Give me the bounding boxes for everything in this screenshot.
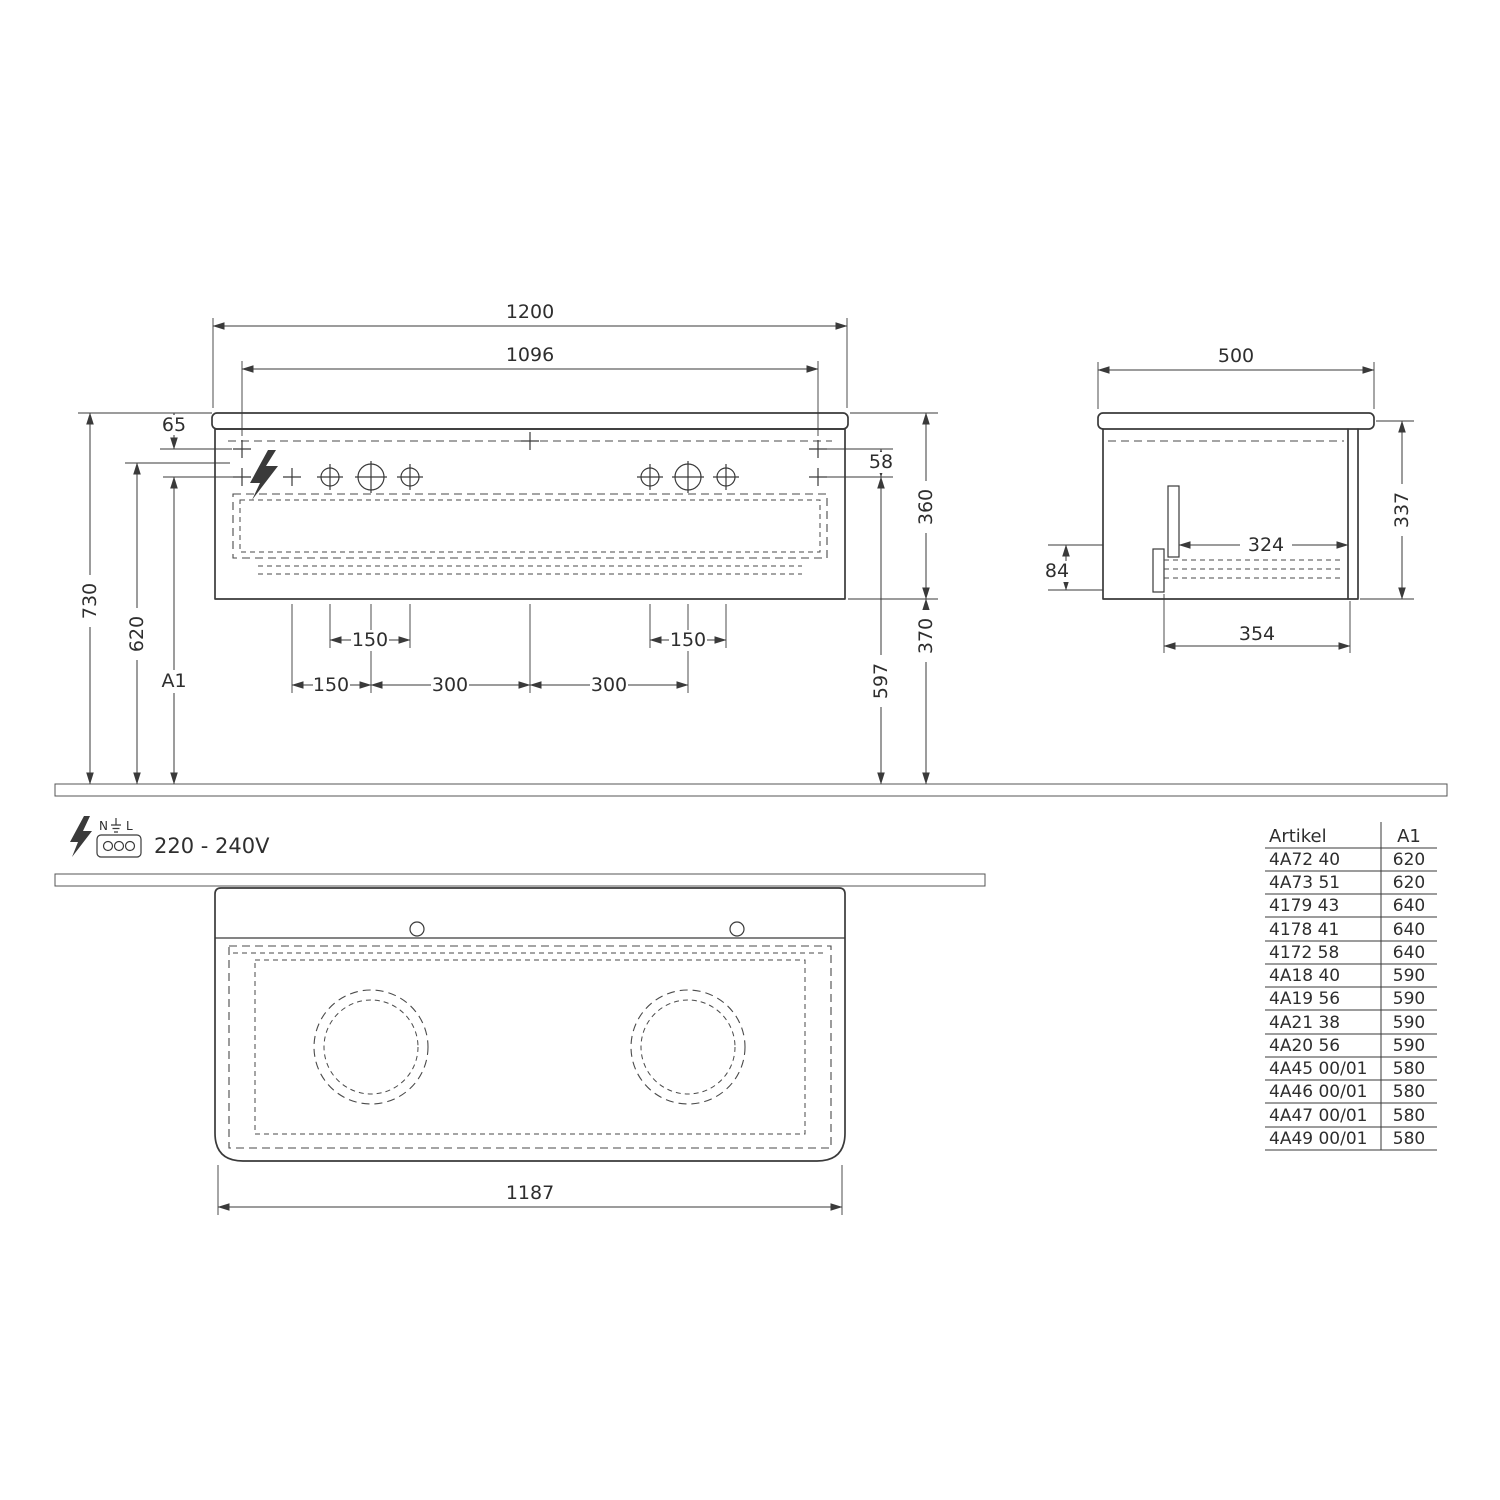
dim-label-354: 354 (1239, 623, 1275, 645)
table-cell-a1-2: 640 (1393, 896, 1425, 916)
table-cell-a1-10: 580 (1393, 1082, 1425, 1102)
table-cell-a1-6: 590 (1393, 989, 1425, 1009)
dim-label-1187: 1187 (506, 1182, 554, 1204)
table-cell-artikel-7: 4A21 38 (1269, 1013, 1340, 1033)
drill-hole-icon (317, 464, 343, 490)
side-view: 500 337 324 84 354 (1041, 345, 1414, 653)
dim-label-58: 58 (869, 451, 893, 473)
front-drill-markers (233, 432, 827, 493)
socket-icon (96, 834, 142, 858)
table-header-a1: A1 (1397, 826, 1421, 847)
table-cell-artikel-10: 4A46 00/01 (1269, 1082, 1367, 1102)
side-dimensions: 500 337 324 84 354 (1041, 345, 1414, 653)
article-table: Artikel A1 4A72 40 620 4A73 51 620 4179 … (1265, 822, 1437, 1151)
dim-label-597: 597 (870, 663, 892, 699)
drill-hole-icon (637, 464, 663, 490)
dim-label-324: 324 (1248, 534, 1284, 556)
lightning-bolt-icon (250, 450, 278, 500)
front-dimensions: 1200 1096 65 730 620 A1 597 58 360 370 1… (78, 301, 938, 785)
dim-label-300-b: 300 (591, 674, 627, 696)
voltage-label: 220 - 240V (154, 834, 270, 858)
plan-dimensions: 1187 (217, 1165, 843, 1215)
drill-hole-icon (713, 464, 739, 490)
dim-label-620: 620 (126, 616, 148, 652)
table-cell-a1-3: 640 (1393, 920, 1425, 940)
drill-cross-icon (809, 468, 827, 486)
drill-hole-icon (672, 461, 704, 493)
dim-label-360: 360 (915, 489, 937, 525)
table-cell-artikel-11: 4A47 00/01 (1269, 1106, 1367, 1126)
neutral-label: N (99, 819, 108, 833)
table-cell-a1-9: 580 (1393, 1059, 1425, 1079)
table-cell-artikel-4: 4172 58 (1269, 943, 1339, 963)
table-cell-artikel-2: 4179 43 (1269, 896, 1339, 916)
fixing-hole-icon (409, 921, 425, 937)
drill-cross-icon (809, 440, 827, 458)
table-cell-a1-5: 590 (1393, 966, 1425, 986)
drill-cross-icon (233, 440, 251, 458)
dim-label-500: 500 (1218, 345, 1254, 367)
front-cabinet-outline (211, 412, 849, 600)
table-cell-artikel-8: 4A20 56 (1269, 1036, 1340, 1056)
table-cell-artikel-9: 4A45 00/01 (1269, 1059, 1367, 1079)
table-cell-artikel-5: 4A18 40 (1269, 966, 1340, 986)
floor-hatch-lower (54, 873, 986, 887)
drill-cross-icon (233, 468, 251, 486)
table-cell-a1-1: 620 (1393, 873, 1425, 893)
drill-hole-icon (355, 461, 387, 493)
dim-label-370: 370 (915, 618, 937, 654)
drill-cross-icon (283, 468, 301, 486)
table-cell-artikel-0: 4A72 40 (1269, 850, 1340, 870)
table-cell-artikel-6: 4A19 56 (1269, 989, 1340, 1009)
dim-label-300-a: 300 (432, 674, 468, 696)
dim-label-150-left: 150 (352, 629, 388, 651)
dim-label-84: 84 (1045, 560, 1069, 582)
front-view: 1200 1096 65 730 620 A1 597 58 360 370 1… (78, 301, 938, 785)
basin-cutout-right (630, 989, 746, 1105)
dim-label-65: 65 (162, 414, 186, 436)
table-header-artikel: Artikel (1269, 826, 1327, 847)
fixing-hole-icon (729, 921, 745, 937)
basin-cutout-left (313, 989, 429, 1105)
side-cabinet-outline (1097, 412, 1375, 600)
lightning-bolt-icon (70, 816, 92, 857)
dim-label-a1: A1 (161, 670, 186, 692)
table-cell-a1-11: 580 (1393, 1106, 1425, 1126)
table-cell-artikel-12: 4A49 00/01 (1269, 1129, 1367, 1149)
drill-cross-icon (521, 432, 539, 450)
dim-label-150-right: 150 (670, 629, 706, 651)
dim-label-337: 337 (1391, 492, 1413, 528)
table-cell-artikel-1: 4A73 51 (1269, 873, 1340, 893)
table-cell-artikel-3: 4178 41 (1269, 920, 1339, 940)
plan-view: 1187 (214, 887, 846, 1215)
dim-label-150-chain: 150 (313, 674, 349, 696)
table-cell-a1-4: 640 (1393, 943, 1425, 963)
table-cell-a1-7: 590 (1393, 1013, 1425, 1033)
table-cell-a1-8: 590 (1393, 1036, 1425, 1056)
ground-icon (111, 818, 121, 833)
dim-label-730: 730 (79, 583, 101, 619)
table-cell-a1-12: 580 (1393, 1129, 1425, 1149)
drill-hole-icon (397, 464, 423, 490)
line-label: L (126, 819, 133, 833)
dim-label-1200: 1200 (506, 301, 554, 323)
floor-hatch-upper (54, 783, 1448, 797)
table-cell-a1-0: 620 (1393, 850, 1425, 870)
electrical-symbol: N L 220 - 240V (70, 816, 270, 858)
dim-label-1096: 1096 (506, 344, 554, 366)
